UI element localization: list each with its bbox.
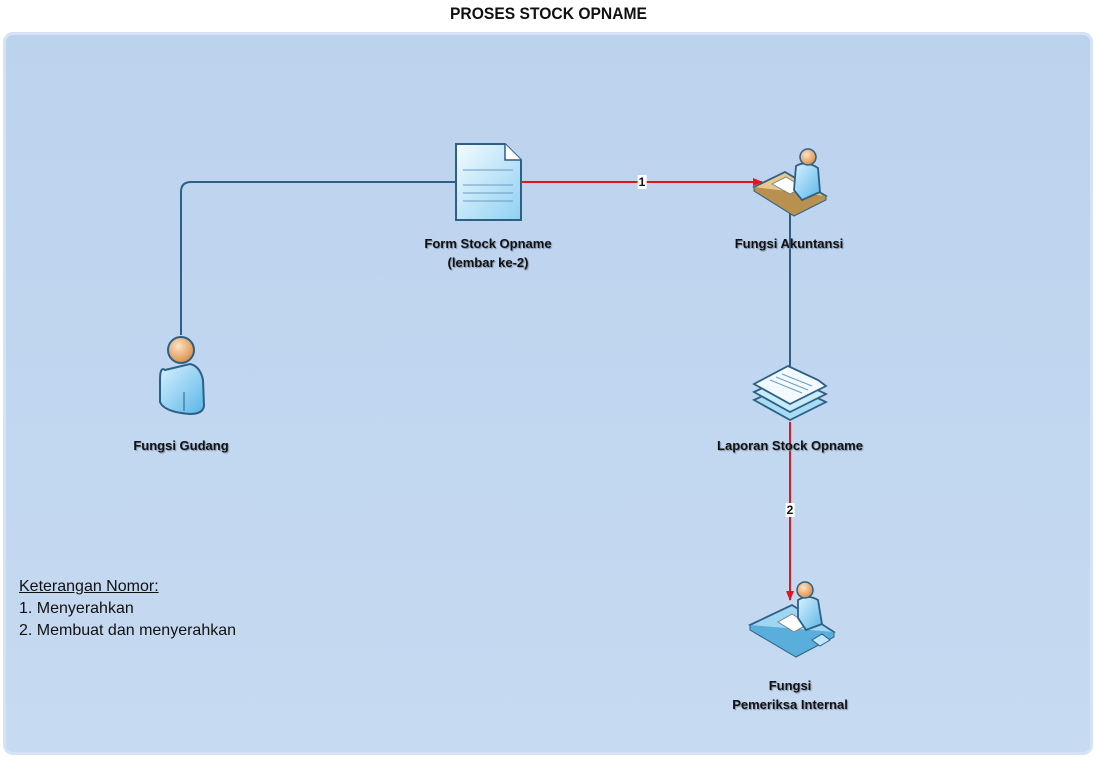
- edge-gudang-form: [180, 181, 456, 335]
- node-label-gudang: Fungsi Gudang: [133, 438, 229, 453]
- node-label-pemeriksa: Fungsi Pemeriksa Internal: [732, 676, 848, 714]
- node-label-akuntansi: Fungsi Akuntansi: [734, 236, 844, 251]
- person-at-office-desk-icon[interactable]: [748, 581, 836, 658]
- person-at-desk-icon[interactable]: [752, 148, 828, 217]
- legend-item: 1. Menyerahkan: [19, 600, 134, 617]
- legend-heading: Keterangan Nomor:: [19, 578, 159, 595]
- legend: Keterangan Nomor: 1. Menyerahkan 2. Memb…: [19, 576, 236, 642]
- document-icon[interactable]: [455, 143, 522, 221]
- edge-label-2: 2: [785, 503, 795, 517]
- diagram-title: PROSES STOCK OPNAME: [450, 4, 647, 23]
- legend-item: 2. Membuat dan menyerahkan: [19, 622, 237, 639]
- node-label-form-line1: Form Stock Opname: [424, 236, 552, 251]
- node-label-laporan: Laporan Stock Opname: [717, 438, 863, 453]
- person-icon[interactable]: [159, 336, 206, 416]
- node-label-pemeriksa-line1: Fungsi: [768, 678, 812, 693]
- node-label-form: Form Stock Opname (lembar ke-2): [424, 234, 551, 272]
- node-label-pemeriksa-line2: Pemeriksa Internal: [732, 697, 848, 712]
- document-stack-icon[interactable]: [752, 364, 829, 422]
- edge-label-1: 1: [637, 175, 647, 189]
- node-label-form-line2: (lembar ke-2): [447, 255, 529, 270]
